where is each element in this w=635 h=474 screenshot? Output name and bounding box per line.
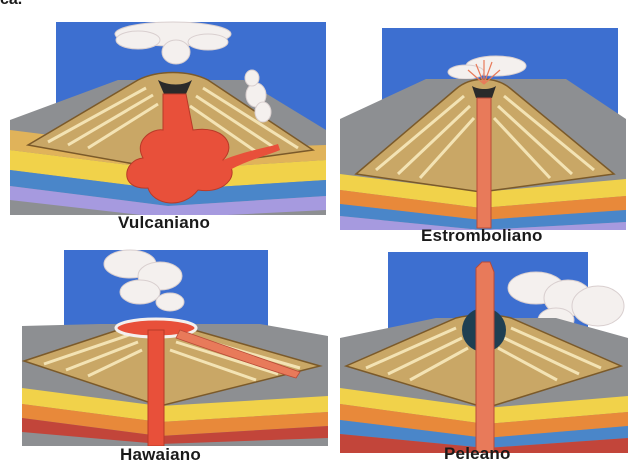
caption-estromboliano: Estromboliano <box>421 226 543 246</box>
panel-vulcaniano <box>8 20 330 215</box>
caption-vulcaniano: Vulcaniano <box>118 213 210 233</box>
top-text-fragment: ca. <box>0 0 22 9</box>
panel-hawaiano <box>20 246 330 446</box>
panel-peleano <box>336 248 631 453</box>
needle-spine <box>476 262 494 452</box>
caption-hawaiano: Hawaiano <box>120 445 201 465</box>
caption-peleano: Peleano <box>444 444 511 464</box>
magma-conduit <box>477 98 491 228</box>
magma-conduit <box>148 330 164 446</box>
panel-estromboliano <box>336 24 628 234</box>
